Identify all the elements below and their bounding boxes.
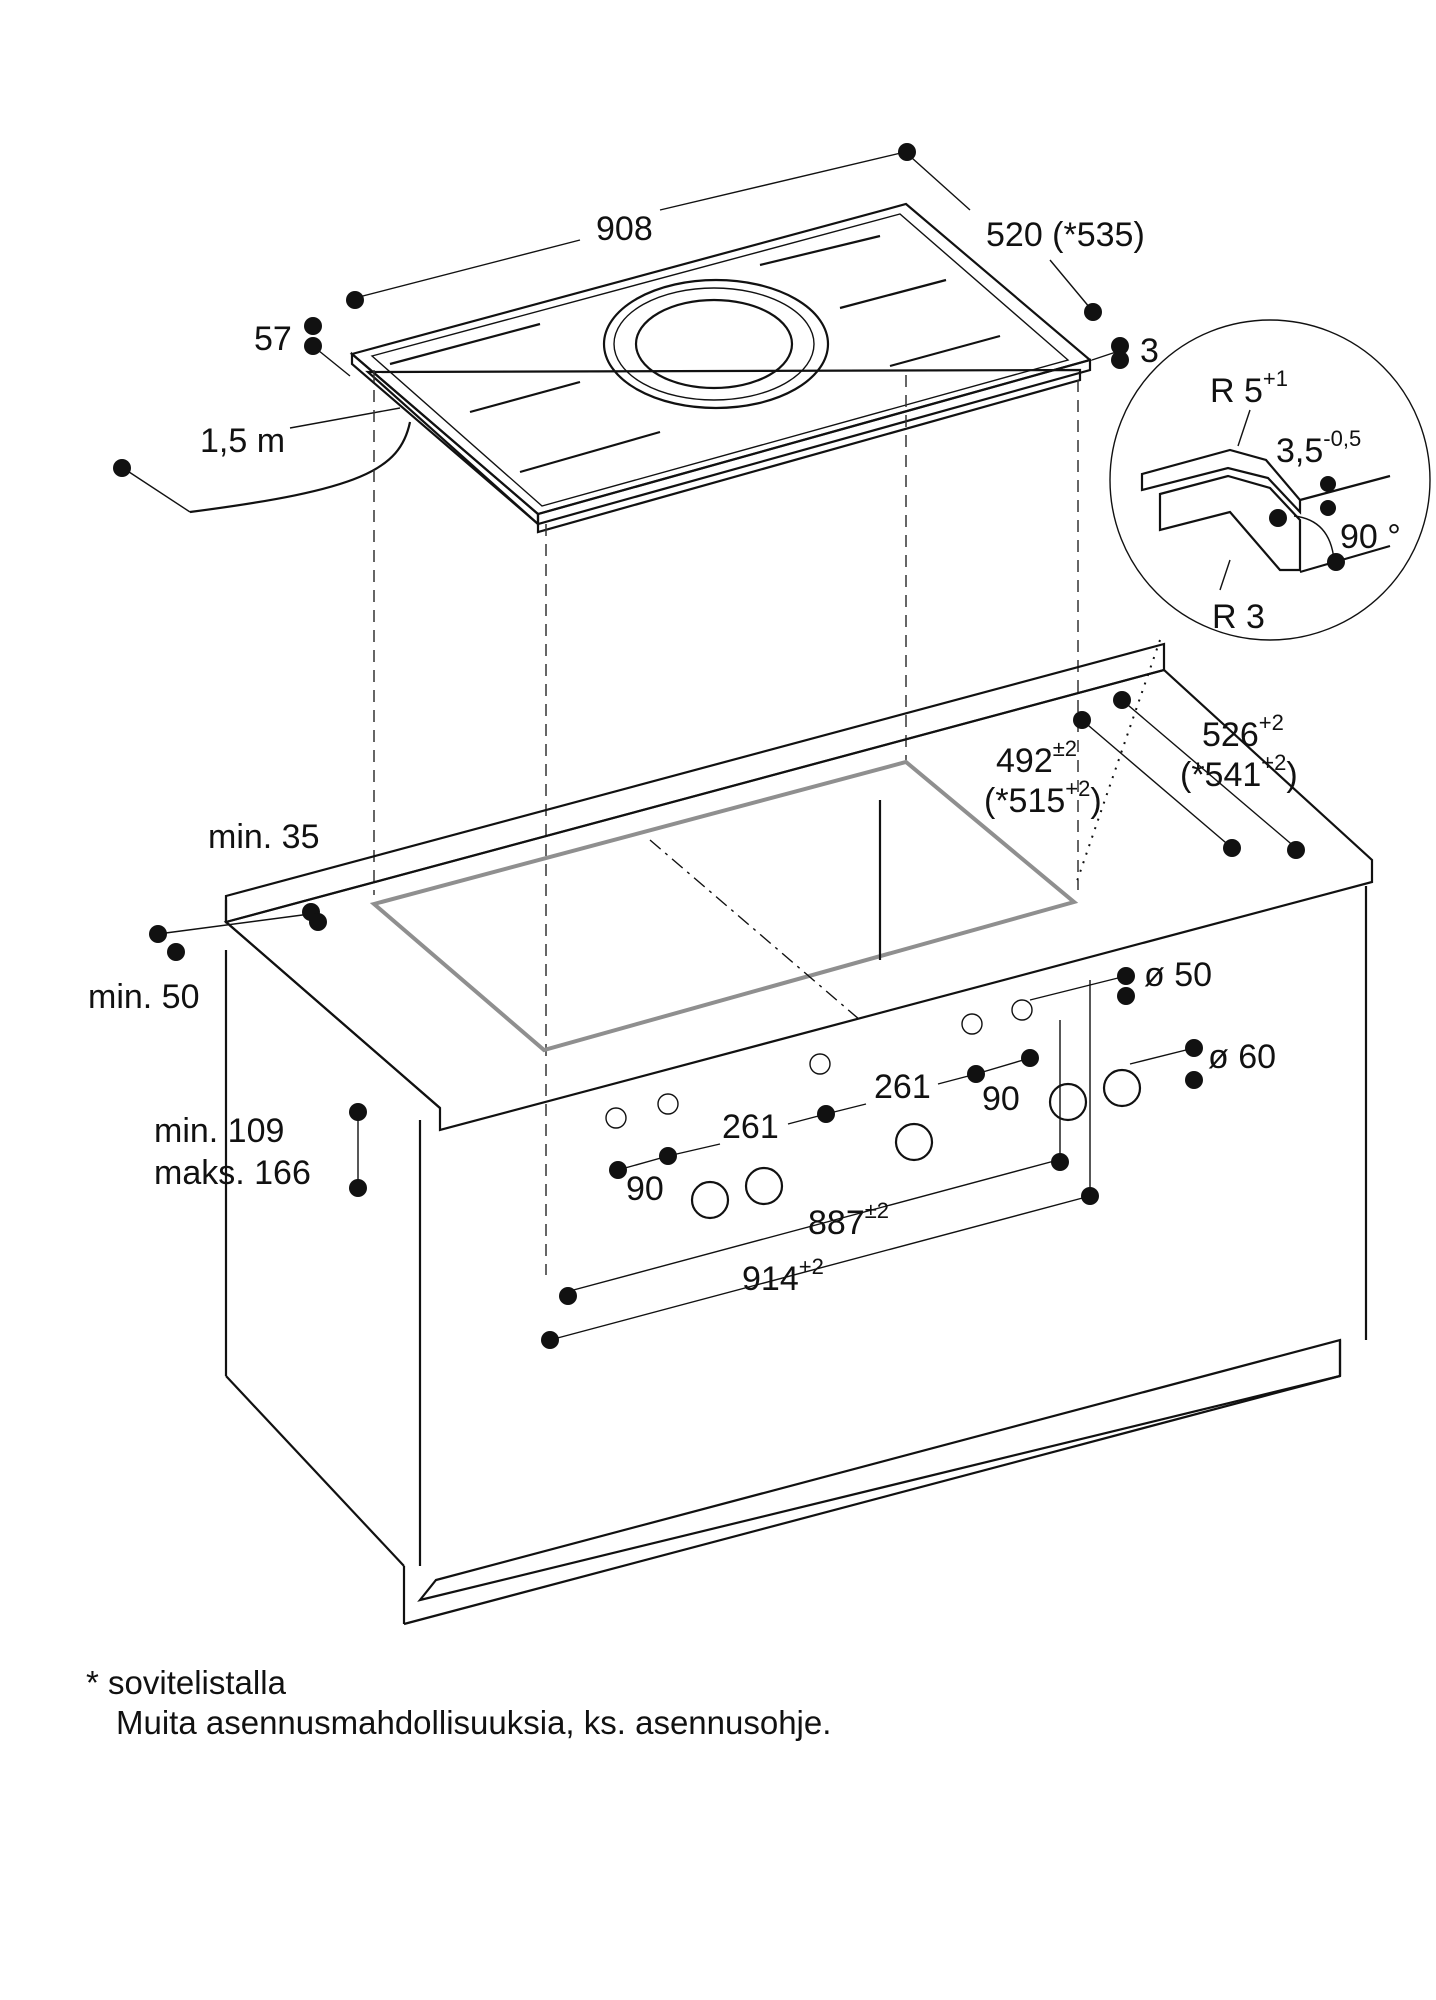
footnote-asterisk: * sovitelistalla	[86, 1664, 286, 1701]
cable-length-label: 1,5 m	[200, 422, 286, 460]
cutout-width-inner-label: 887±2	[808, 1198, 890, 1242]
thickness-min-label: min. 109	[154, 1112, 285, 1150]
cutout-depth-alt-label: (*515+2)	[984, 776, 1102, 820]
min-back-label: min. 35	[208, 818, 320, 856]
step-depth-label: 3,5-0,5	[1276, 426, 1362, 470]
knob-offset-left-label: 90	[626, 1170, 664, 1208]
knob-offset-right-label: 90	[982, 1080, 1020, 1118]
cutout-width-outer-label: 914+2	[742, 1254, 824, 1298]
knob-spacing-1-label: 261	[722, 1108, 779, 1146]
cutout-depth-label: 492±2	[996, 736, 1078, 780]
worktop-dimensions	[149, 691, 1305, 1349]
knob-spacing-2-label: 261	[874, 1068, 931, 1106]
hole-diameter-label: ø 50	[1144, 956, 1213, 994]
angle-label: 90 °	[1340, 518, 1401, 556]
knob-diameter-label: ø 60	[1208, 1038, 1277, 1076]
thickness-max-label: maks. 166	[154, 1154, 311, 1192]
outer-depth-alt-label: (*541+2)	[1180, 750, 1298, 794]
min-front-label: min. 50	[88, 978, 200, 1016]
cooktop-dimensions	[113, 143, 1129, 513]
cooktop	[189, 202, 1093, 534]
cooktop-width-label: 908	[596, 210, 653, 248]
footnote-other: Muita asennusmahdollisuuksia, ks. asennu…	[116, 1704, 832, 1741]
detail-circle	[1075, 319, 1431, 885]
cooktop-depth-label: 520 (*535)	[986, 216, 1145, 254]
cooktop-thickness-label: 57	[254, 320, 292, 358]
worktop	[223, 642, 1374, 1626]
projection-lines	[373, 370, 1079, 1275]
edge-height-label: 3	[1140, 332, 1159, 370]
outer-radius-label: R 5+1	[1210, 366, 1289, 410]
knobs	[605, 967, 1203, 1220]
outer-depth-label: 526+2	[1202, 710, 1284, 754]
inner-radius-label: R 3	[1212, 598, 1265, 636]
